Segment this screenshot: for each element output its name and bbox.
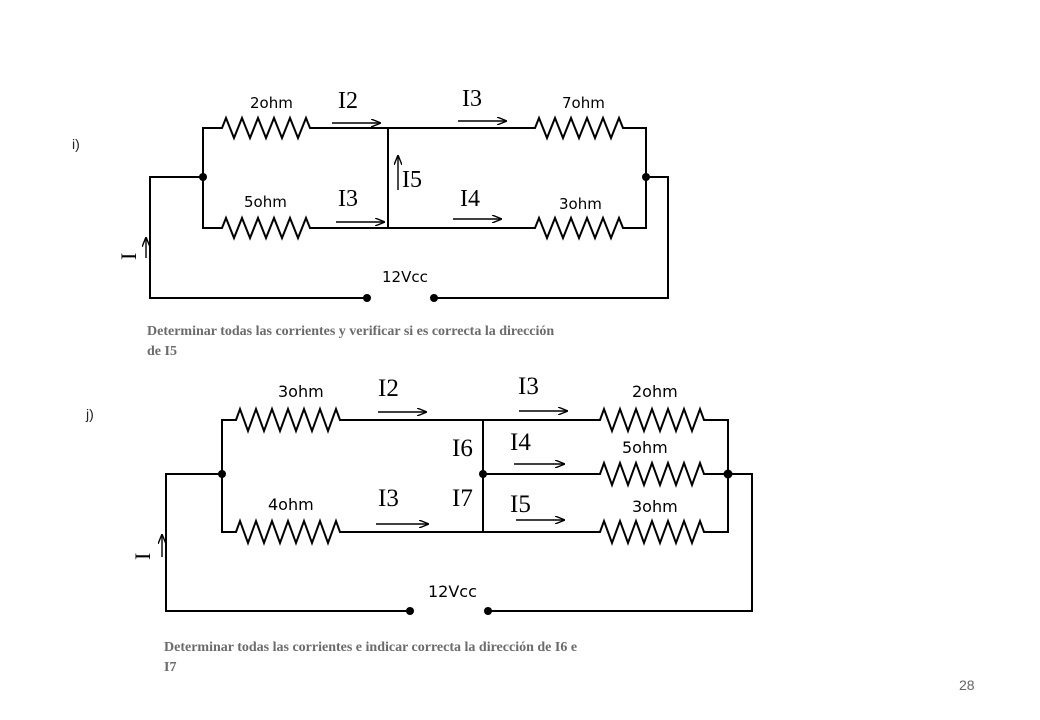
resistor-label-5ohm-j: 5ohm bbox=[622, 438, 668, 457]
current-label-i4: I4 bbox=[460, 186, 480, 212]
current-label-j6: I6 bbox=[452, 435, 473, 462]
current-label-j7: I7 bbox=[452, 485, 473, 512]
terminal-neg-j bbox=[406, 607, 414, 615]
current-label-i3-top: I3 bbox=[462, 86, 482, 112]
source-label-12vcc: 12Vcc bbox=[382, 268, 428, 286]
circuit-j: 3ohm 4ohm 2ohm 5ohm 3ohm I2 I3 I3 I4 I5 … bbox=[130, 373, 753, 615]
resistor-label-5ohm: 5ohm bbox=[244, 193, 287, 211]
resistor-label-2ohm: 2ohm bbox=[250, 94, 293, 112]
current-label-i5: I5 bbox=[402, 167, 422, 193]
node-left-j bbox=[218, 470, 226, 478]
caption-i-line2: de I5 bbox=[147, 344, 177, 359]
current-label-i3-bottom: I3 bbox=[338, 186, 358, 212]
caption-j-line2: I7 bbox=[164, 660, 177, 675]
node-left-i bbox=[199, 173, 207, 181]
resistor-label-3ohm-j2: 3ohm bbox=[632, 497, 678, 516]
section-label-j: j) bbox=[86, 406, 94, 422]
source-label-12vcc-j: 12Vcc bbox=[428, 582, 477, 601]
node-right-j bbox=[723, 469, 733, 479]
terminal-pos-i bbox=[430, 294, 438, 302]
current-label-j2: I2 bbox=[378, 375, 399, 402]
resistor-label-3ohm: 3ohm bbox=[559, 195, 602, 213]
caption-j-line1: Determinar todas las corrientes e indica… bbox=[164, 640, 578, 655]
terminal-neg-i bbox=[363, 294, 371, 302]
section-label-i: i) bbox=[72, 136, 80, 152]
resistor-label-2ohm-j: 2ohm bbox=[632, 382, 678, 401]
caption-i-line1: Determinar todas las corrientes y verifi… bbox=[147, 324, 555, 339]
current-label-j4: I4 bbox=[510, 429, 531, 456]
current-label-i-source: I bbox=[116, 253, 141, 260]
current-label-i2: I2 bbox=[338, 88, 358, 114]
current-label-j3-bottom: I3 bbox=[378, 485, 399, 512]
current-label-j5: I5 bbox=[510, 491, 531, 518]
node-middle-j bbox=[479, 470, 487, 478]
page-number: 28 bbox=[959, 677, 975, 693]
caption-i: Determinar todas las corrientes y verifi… bbox=[147, 322, 554, 362]
resistor-label-7ohm: 7ohm bbox=[562, 94, 605, 112]
resistor-label-4ohm-j: 4ohm bbox=[268, 495, 314, 514]
current-label-j-source: I bbox=[130, 553, 155, 560]
resistor-label-3ohm-j: 3ohm bbox=[278, 382, 324, 401]
node-right-i bbox=[642, 173, 650, 181]
caption-j: Determinar todas las corrientes e indica… bbox=[164, 638, 577, 678]
circuit-i: 2ohm 5ohm 7ohm 3ohm I2 I3 I3 I4 I5 I 12V… bbox=[116, 86, 669, 302]
terminal-pos-j bbox=[484, 607, 492, 615]
current-label-j3-top: I3 bbox=[518, 373, 539, 400]
